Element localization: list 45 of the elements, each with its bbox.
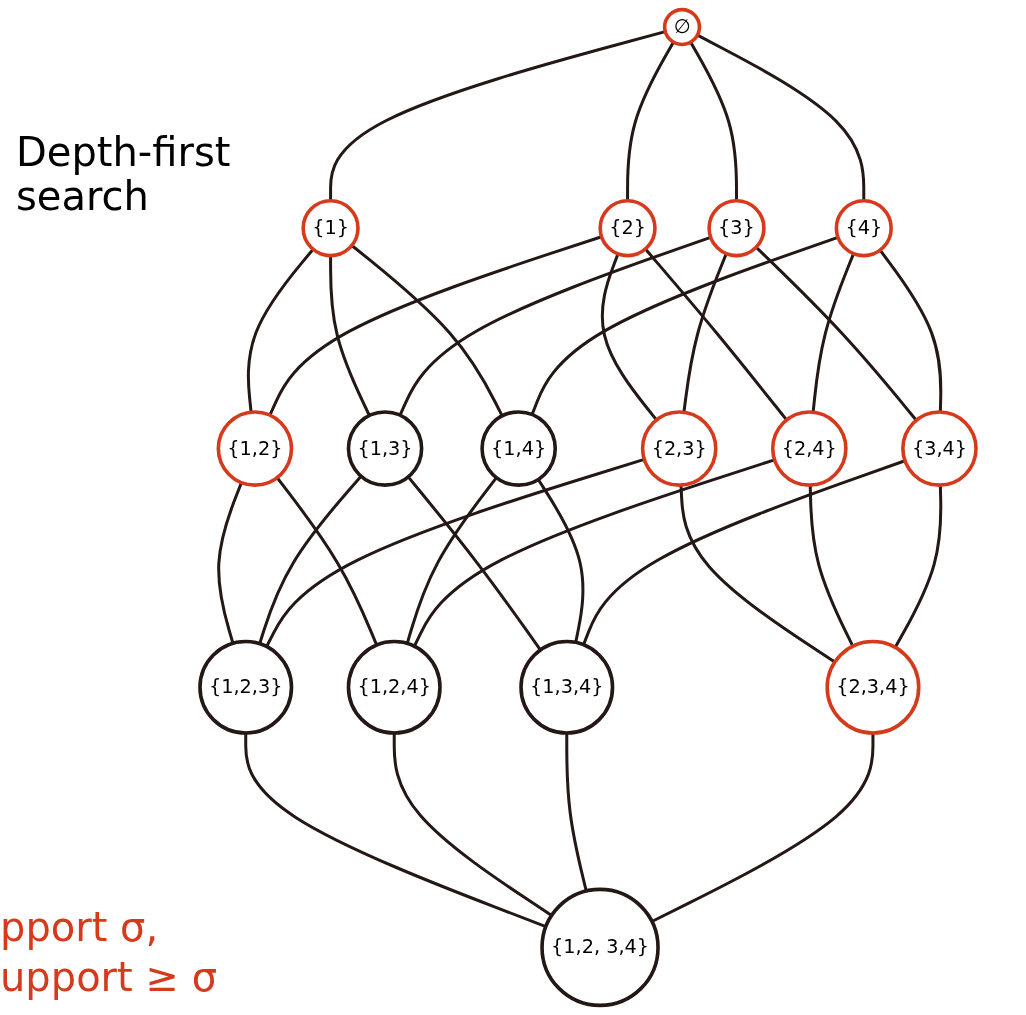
connector [246, 248, 315, 413]
connector [644, 248, 788, 421]
connector [600, 253, 658, 421]
connector [651, 733, 875, 923]
connector [244, 733, 547, 928]
node-circle: {2,4} [770, 410, 848, 487]
node-circle: {1,4} [480, 410, 558, 487]
node-circle: {2} [598, 199, 657, 258]
connector [537, 478, 585, 643]
connector [413, 458, 775, 647]
connector [696, 33, 866, 201]
connector [679, 485, 836, 664]
connector [626, 41, 675, 201]
connector [893, 485, 943, 649]
note-text: pport σ, [0, 905, 159, 949]
node-circle: {2,3} [640, 410, 718, 487]
node-circle: {1,3} [346, 410, 424, 487]
connector [755, 246, 918, 422]
connector [689, 41, 738, 201]
node-circle: {1,2} [216, 410, 294, 487]
node-circle: {3} [707, 199, 766, 258]
connector [808, 485, 855, 647]
connector [217, 482, 243, 644]
annotation-text: Depth-first search [16, 130, 232, 218]
connector [350, 244, 504, 417]
node-circle: {2,3,4} [825, 639, 921, 735]
node-circle: {1} [301, 199, 360, 258]
node-circle: {1,3,4} [519, 639, 615, 735]
node-circle: {1,2,3} [198, 639, 294, 735]
node-circle: ∅ [662, 7, 702, 47]
connector [878, 249, 943, 412]
connector [565, 733, 588, 892]
connector [392, 733, 553, 917]
node-circle: {3,4} [901, 410, 978, 487]
connector [405, 476, 498, 644]
connector [811, 253, 855, 413]
connector [265, 457, 645, 648]
node-circle: {4} [834, 199, 893, 258]
connector [682, 253, 728, 413]
note-text: upport ≥ σ [0, 955, 218, 999]
node-circle: {1,2,4} [346, 639, 442, 735]
connector [275, 476, 379, 646]
node-circle: {1,2, 3,4} [540, 887, 660, 1008]
connector [258, 475, 363, 645]
connector [407, 475, 542, 651]
